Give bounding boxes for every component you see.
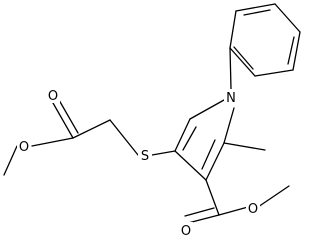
bond-16 [182, 126, 197, 151]
bond-20 [184, 207, 215, 217]
svg-text:O: O [48, 89, 58, 104]
atom-o-ester-left: O [17, 138, 31, 155]
bond-6 [243, 9, 271, 16]
bond-19 [187, 214, 220, 224]
bond-7 [287, 36, 295, 65]
bond-4 [254, 69, 294, 77]
bond-24 [109, 119, 139, 156]
bond-17 [223, 142, 266, 151]
svg-text:O: O [19, 140, 29, 155]
bond-18 [205, 179, 220, 216]
bond-10 [189, 99, 225, 120]
bond-29 [3, 145, 18, 176]
bond-22 [257, 185, 290, 208]
bond-26 [52, 102, 74, 139]
svg-text:O: O [181, 224, 191, 239]
bond-9 [229, 47, 232, 90]
atom-o-ester-right: O [246, 200, 260, 217]
bond-8 [233, 46, 254, 70]
bond-0 [229, 10, 237, 49]
bond-5 [229, 47, 256, 77]
atom-o-carbonyl-bottom: O [179, 222, 193, 239]
bond-27 [58, 99, 79, 134]
atom-o-carbonyl-top: O [46, 87, 60, 104]
bond-3 [292, 31, 301, 71]
atom-s1: S [138, 147, 152, 164]
atom-labels: N S O O O O [17, 87, 260, 239]
bond-11 [174, 118, 191, 152]
bond-21 [218, 206, 249, 216]
atom-n1: N [224, 89, 238, 106]
bond-23 [151, 150, 176, 156]
bond-lines [3, 3, 301, 224]
svg-text:N: N [226, 91, 236, 106]
bond-2 [274, 3, 301, 33]
svg-text:O: O [248, 202, 258, 217]
bond-15 [201, 139, 216, 170]
bond-12 [174, 150, 207, 181]
bond-28 [31, 137, 74, 147]
svg-text:S: S [141, 149, 149, 164]
bond-14 [223, 107, 235, 144]
bond-1 [235, 3, 276, 12]
bond-25 [72, 119, 111, 139]
bond-13 [205, 142, 225, 181]
